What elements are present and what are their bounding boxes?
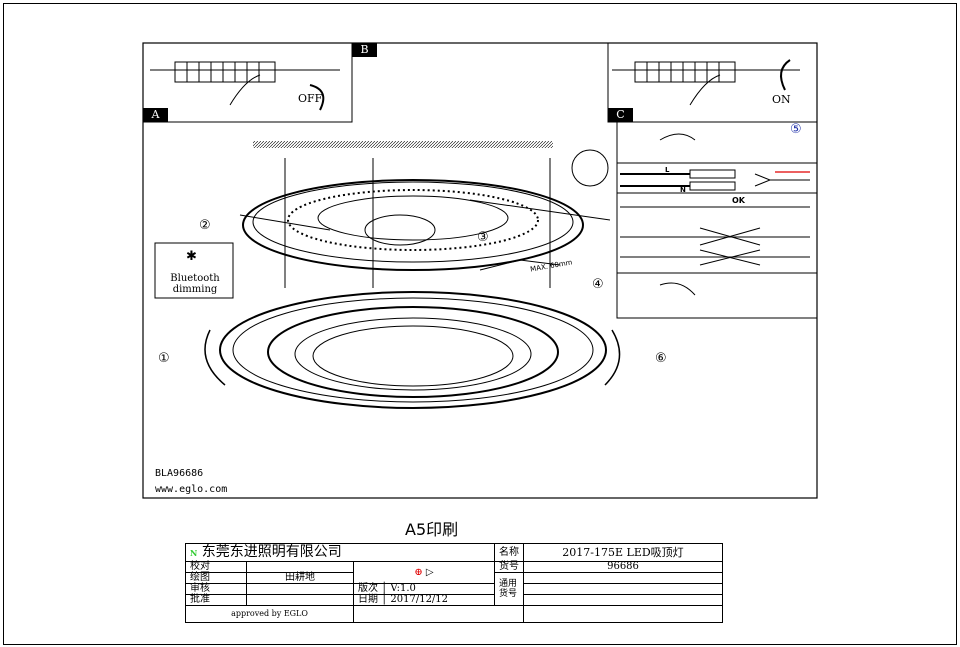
title-block: N 东莞东进照明有限公司 名称 2017-175E LED吸顶灯 校对 ⊕ ▷ … bbox=[185, 543, 723, 623]
general-label-2: 货号 bbox=[499, 589, 518, 599]
date-value: 2017/12/12 bbox=[390, 594, 449, 605]
on-label: ON bbox=[772, 93, 791, 106]
approved-by: approved by EGLO bbox=[185, 605, 354, 623]
breaker-on-illustration bbox=[612, 59, 800, 106]
date-label: 日期 bbox=[358, 594, 378, 605]
bluetooth-dimming-label: Bluetooth dimming bbox=[160, 273, 230, 295]
panel-label-a: A bbox=[143, 108, 168, 122]
print-note: A5印刷 bbox=[405, 520, 459, 539]
step-4: ④ bbox=[592, 277, 604, 292]
step-6: ⑥ bbox=[655, 351, 667, 366]
step-2: ② bbox=[199, 218, 211, 233]
general-label-1: 通用 bbox=[499, 579, 518, 589]
panel-label-c: C bbox=[608, 108, 633, 122]
review-label: 审核 bbox=[185, 583, 247, 595]
version-value: V:1.0 bbox=[390, 583, 416, 594]
step-1: ① bbox=[158, 351, 170, 366]
name-label: 名称 bbox=[494, 543, 524, 562]
company-logo: N bbox=[190, 548, 198, 558]
step-5: ⑤ bbox=[790, 122, 802, 137]
bluetooth-line2: dimming bbox=[172, 284, 218, 295]
off-label: OFF bbox=[298, 92, 323, 105]
product-name: 2017-175E LED吸顶灯 bbox=[523, 543, 723, 562]
light-shade bbox=[204, 291, 621, 409]
company-name: 东莞东进照明有限公司 bbox=[201, 544, 342, 560]
wire-n-label: N bbox=[680, 186, 686, 194]
mounting-base bbox=[239, 158, 611, 288]
drawer-name: 田耕地 bbox=[246, 572, 354, 584]
website: www.eglo.com bbox=[155, 484, 228, 495]
check-label: 校对 bbox=[185, 561, 247, 573]
item-label: 货号 bbox=[494, 561, 524, 573]
item-number: 96686 bbox=[523, 561, 723, 573]
bluetooth-icon: ✱ bbox=[186, 249, 197, 264]
sheet-border bbox=[3, 3, 957, 645]
draw-label: 绘图 bbox=[185, 572, 247, 584]
breaker-off-illustration bbox=[150, 61, 340, 111]
model-code: BLA96686 bbox=[155, 468, 204, 479]
ok-label: OK bbox=[732, 196, 745, 205]
bluetooth-line1: Bluetooth bbox=[170, 273, 220, 284]
projection-symbol: ⊕ ▷ bbox=[353, 561, 495, 584]
step-3: ③ bbox=[477, 230, 489, 245]
wire-l-label: L bbox=[665, 166, 670, 174]
version-label: 版次 bbox=[358, 583, 378, 594]
approve-label: 批准 bbox=[185, 594, 247, 606]
panel-label-b: B bbox=[352, 43, 377, 57]
